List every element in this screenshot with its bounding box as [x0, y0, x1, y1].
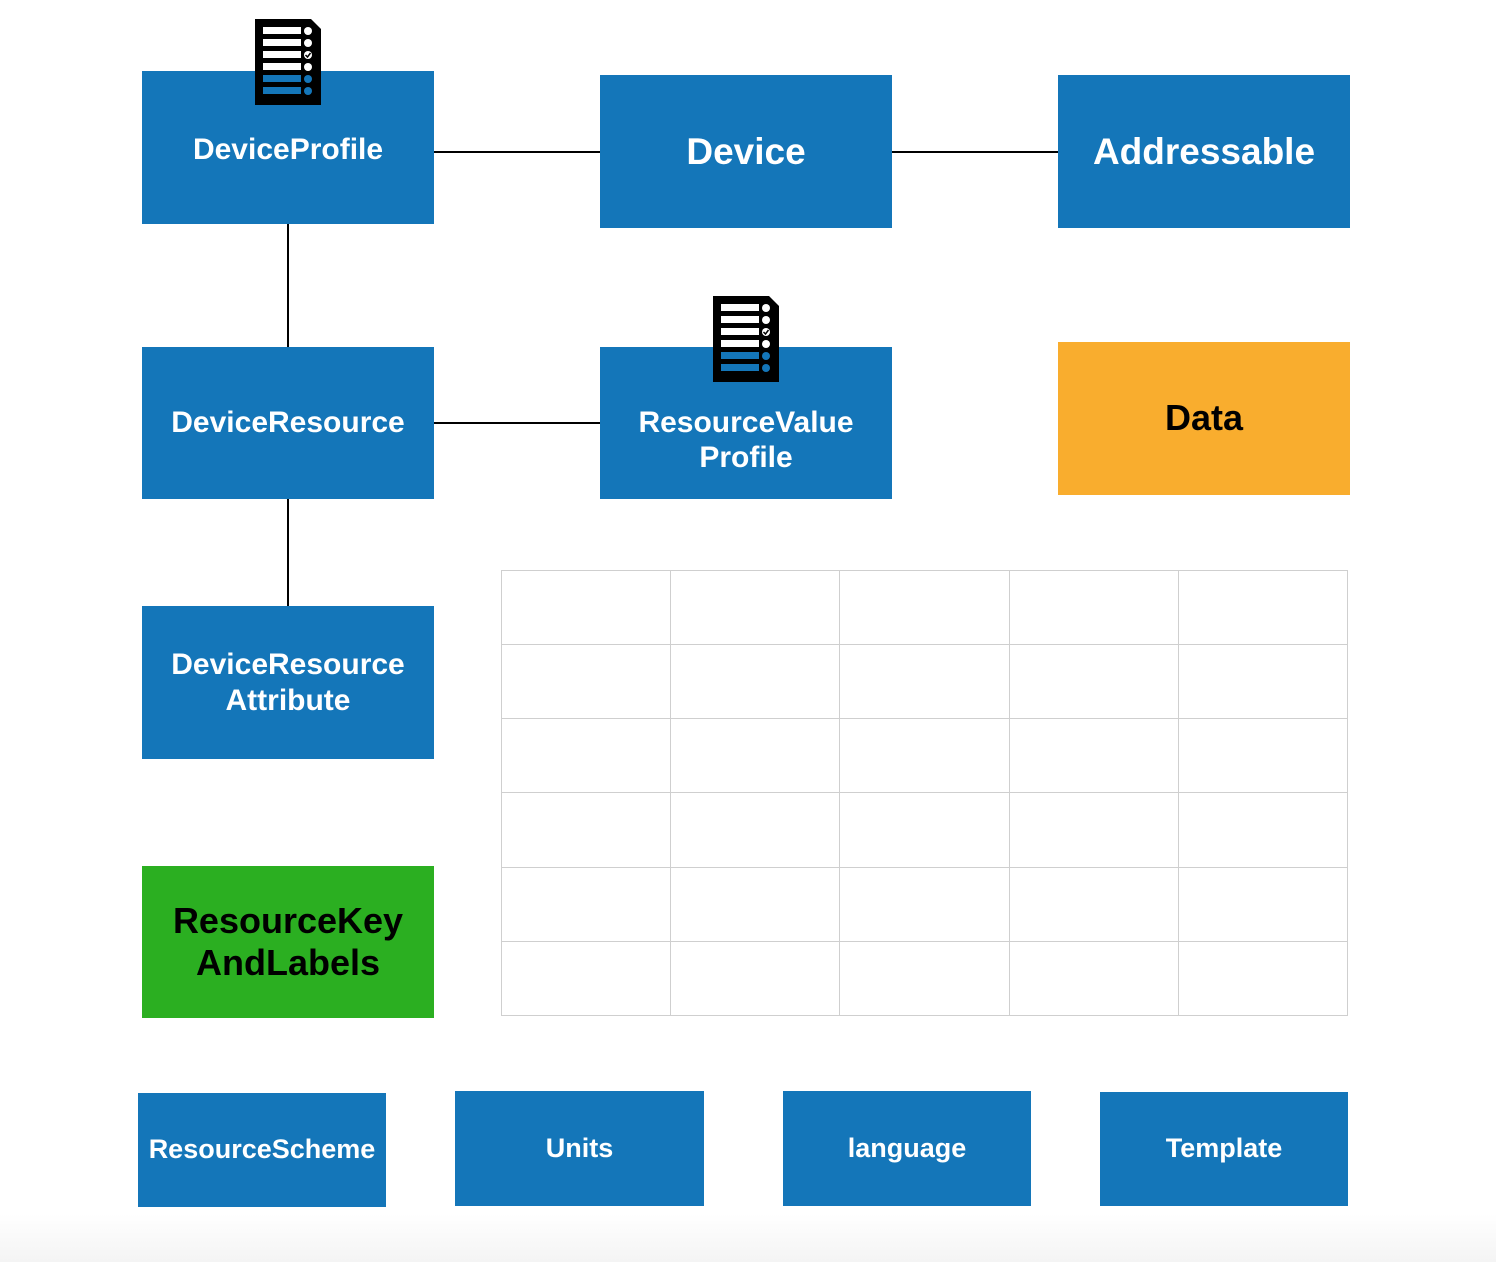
document-list-icon — [713, 296, 779, 382]
table-cell[interactable] — [670, 866, 841, 942]
resource-key-and-labels-node[interactable]: ResourceKey AndLabels — [142, 866, 434, 1018]
table-cell[interactable] — [1177, 644, 1349, 720]
table-cell[interactable] — [1177, 792, 1349, 868]
table-row — [500, 792, 1349, 868]
table-cell[interactable] — [1177, 940, 1349, 1017]
document-list-icon — [255, 19, 321, 105]
table-cell[interactable] — [670, 940, 841, 1017]
data-node[interactable]: Data — [1058, 342, 1350, 495]
language-node[interactable]: language — [783, 1091, 1031, 1206]
resource-key-and-labels-label: ResourceKey AndLabels — [172, 899, 404, 983]
table-cell[interactable] — [500, 866, 672, 942]
table-cell[interactable] — [839, 718, 1010, 794]
table-cell[interactable] — [500, 792, 672, 868]
table-cell[interactable] — [1008, 866, 1179, 942]
connector-deviceprofile-device — [434, 151, 600, 153]
connector-deviceresource-deviceresourceattribute — [287, 498, 289, 608]
table-cell[interactable] — [670, 792, 841, 868]
addressable-node[interactable]: Addressable — [1058, 75, 1350, 228]
device-resource-attribute-node[interactable]: DeviceResource Attribute — [142, 606, 434, 759]
device-resource-label: DeviceResource — [171, 406, 405, 440]
resource-scheme-node[interactable]: ResourceScheme — [138, 1093, 386, 1207]
resource-value-profile-label: ResourceValue Profile — [638, 405, 854, 474]
table-row — [500, 940, 1349, 1017]
addressable-label: Addressable — [1092, 130, 1316, 172]
table-cell[interactable] — [1008, 940, 1179, 1017]
table-cell[interactable] — [839, 792, 1010, 868]
connector-device-addressable — [892, 151, 1058, 153]
table-cell[interactable] — [839, 644, 1010, 720]
table-cell[interactable] — [839, 569, 1010, 646]
table-cell[interactable] — [500, 569, 672, 646]
table-cell[interactable] — [1008, 569, 1179, 646]
units-node[interactable]: Units — [455, 1091, 704, 1206]
table-cell[interactable] — [1008, 792, 1179, 868]
connector-deviceresource-resourcevalueprofile — [434, 422, 600, 424]
table-cell[interactable] — [1177, 866, 1349, 942]
resource-scheme-label: ResourceScheme — [148, 1134, 376, 1165]
table-cell[interactable] — [1177, 569, 1349, 646]
template-node[interactable]: Template — [1100, 1092, 1348, 1206]
data-label: Data — [1164, 397, 1244, 439]
table-cell[interactable] — [500, 940, 672, 1017]
table-cell[interactable] — [670, 569, 841, 646]
connector-deviceprofile-deviceresource — [287, 224, 289, 347]
device-profile-label: DeviceProfile — [192, 132, 384, 166]
table-cell[interactable] — [1008, 644, 1179, 720]
table-cell[interactable] — [500, 644, 672, 720]
table-cell[interactable] — [839, 866, 1010, 942]
language-label: language — [847, 1132, 967, 1163]
device-node[interactable]: Device — [600, 75, 892, 228]
table-cell[interactable] — [1008, 718, 1179, 794]
empty-grid-table — [500, 569, 1349, 1017]
table-cell[interactable] — [500, 718, 672, 794]
device-label: Device — [686, 130, 806, 172]
bottom-fade — [0, 1214, 1496, 1262]
table-row — [500, 718, 1349, 794]
table-row — [500, 644, 1349, 720]
resource-value-profile-node[interactable]: ResourceValue Profile — [600, 347, 892, 499]
table-cell[interactable] — [670, 718, 841, 794]
table-cell[interactable] — [1177, 718, 1349, 794]
units-label: Units — [545, 1132, 614, 1163]
template-label: Template — [1165, 1133, 1283, 1164]
grid-body — [500, 569, 1349, 1017]
table-row — [500, 569, 1349, 646]
table-row — [500, 866, 1349, 942]
table-cell[interactable] — [670, 644, 841, 720]
device-resource-node[interactable]: DeviceResource — [142, 347, 434, 499]
device-resource-attribute-label: DeviceResource Attribute — [171, 648, 405, 717]
table-cell[interactable] — [839, 940, 1010, 1017]
